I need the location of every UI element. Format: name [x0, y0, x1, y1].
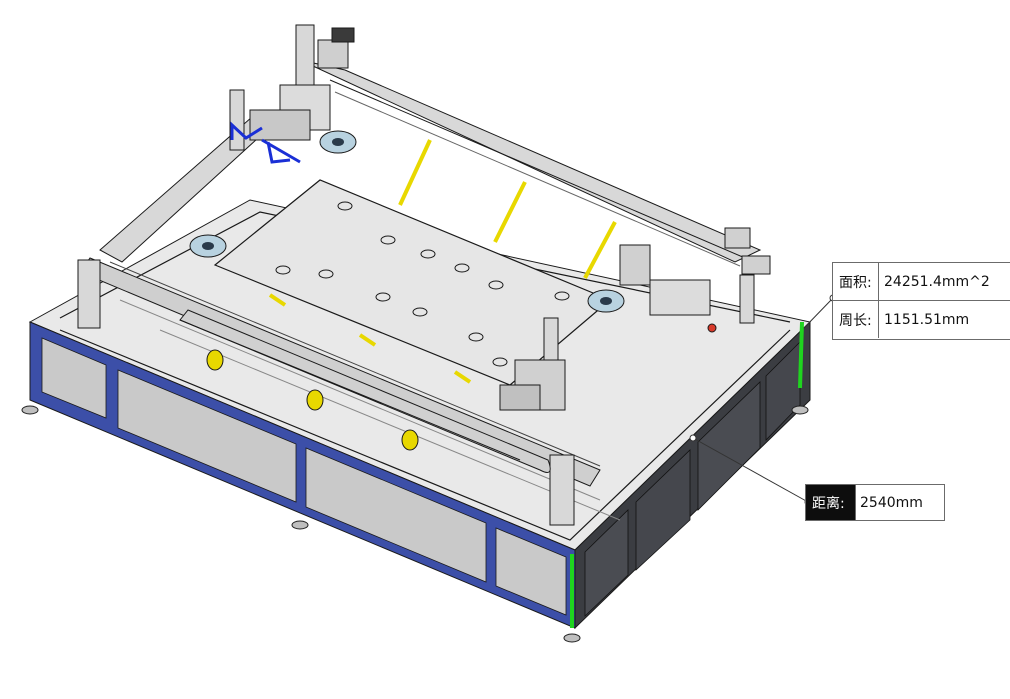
- perimeter-label: 周长:: [833, 301, 879, 338]
- area-value: 24251.4mm^2: [884, 273, 990, 290]
- distance-value: 2540mm: [860, 494, 923, 511]
- highlight-edge-right: [798, 321, 804, 389]
- area-label: 面积:: [833, 263, 879, 300]
- right-gantry-carriage: [619, 227, 771, 333]
- right-panel-1: [584, 509, 629, 617]
- foot: [791, 405, 809, 415]
- distance-label: 距离:: [806, 485, 856, 520]
- distance-leader-line: [692, 437, 809, 503]
- plate-holes: [275, 201, 570, 367]
- right-panel-2: [635, 449, 691, 571]
- left-post: [77, 259, 101, 329]
- yellow-cable: [493, 181, 527, 243]
- foot: [291, 520, 309, 530]
- right-panel-4: [765, 341, 801, 441]
- suction-disc: [587, 289, 625, 313]
- front-post: [549, 454, 575, 526]
- vertical-actuator: [249, 24, 355, 141]
- area-leader-line: [803, 297, 834, 329]
- front-panel-2: [117, 369, 297, 503]
- area-row: 面积: 24251.4mm^2: [833, 263, 1010, 300]
- coordinate-triad-icon: [230, 121, 301, 164]
- area-measure-callout[interactable]: 面积: 24251.4mm^2 周长: 1151.51mm: [832, 262, 1010, 340]
- suction-disc: [319, 130, 357, 154]
- perimeter-row: 周长: 1151.51mm: [833, 300, 1010, 338]
- distance-measure-callout[interactable]: 距离: 2540mm: [805, 484, 945, 521]
- foot: [21, 405, 39, 415]
- front-panel-3: [305, 447, 487, 583]
- perimeter-value: 1151.51mm: [884, 311, 970, 328]
- yellow-cable: [398, 139, 432, 206]
- right-panel-3: [697, 381, 761, 511]
- front-panel-4: [495, 527, 567, 616]
- inner-rail: [59, 329, 791, 541]
- vertical-actuator: [499, 317, 566, 411]
- foot: [563, 633, 581, 643]
- cable-chain: [179, 309, 551, 473]
- front-panel-1: [41, 337, 107, 419]
- suction-disc: [189, 234, 227, 258]
- yellow-cable: [583, 221, 617, 279]
- left-post: [229, 89, 245, 151]
